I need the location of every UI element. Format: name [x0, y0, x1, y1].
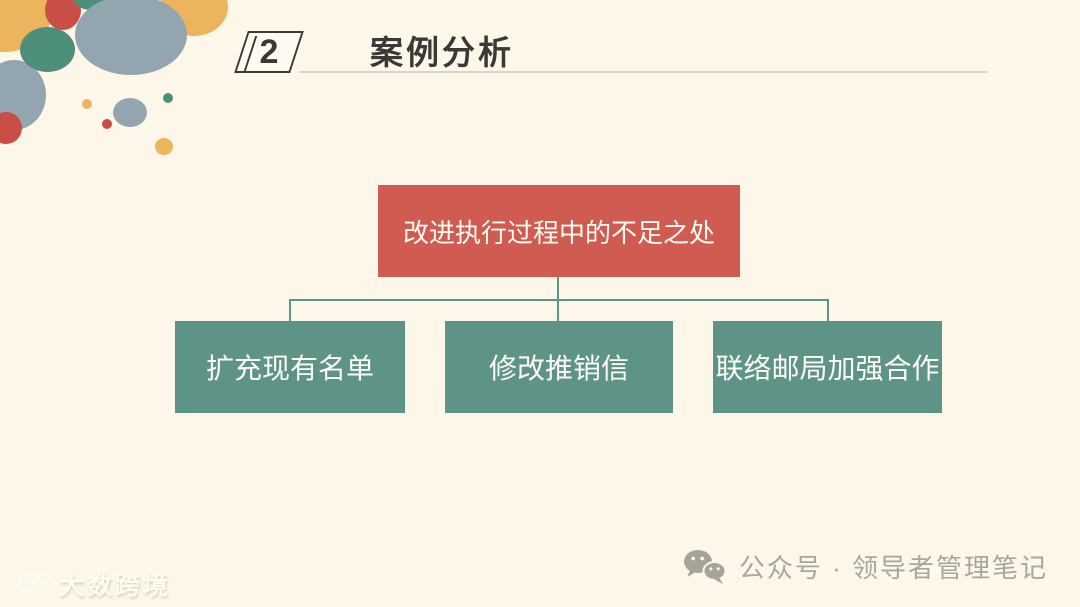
watermark-text: 大数跨境	[59, 572, 172, 600]
decor-circle-red-left	[0, 112, 22, 144]
decor-dot-red-small	[102, 119, 112, 129]
flowchart-root-node: 改进执行过程中的不足之处	[378, 185, 740, 277]
flowchart-child-node-1: 扩充现有名单	[175, 321, 405, 413]
connector-vertical-child3	[827, 299, 829, 322]
decor-dot-yellow-mid	[155, 138, 173, 155]
decor-dot-yellow-small	[82, 99, 92, 109]
wechat-account-row: 公众号 · 领导者管理笔记	[683, 548, 1048, 585]
page-title: 案例分析	[370, 34, 514, 71]
wechat-account-label: 公众号 · 领导者管理笔记	[738, 553, 1048, 583]
decor-circle-teal-top	[72, 0, 108, 10]
decor-circle-gray-large	[75, 0, 187, 75]
dashu-kuajing-logo-icon	[17, 571, 50, 594]
decor-circle-gray-small	[113, 98, 147, 127]
watermark: 大数跨境	[13, 566, 171, 602]
title-underline	[299, 71, 987, 73]
decor-circle-teal-mid	[20, 27, 75, 72]
flowchart-child-node-2: 修改推销信	[445, 321, 673, 413]
connector-horizontal	[289, 299, 829, 301]
connector-vertical-child1	[289, 299, 291, 322]
flowchart-child-node-3: 联络邮局加强合作	[713, 321, 942, 413]
decor-dot-teal-small	[163, 93, 173, 103]
section-number: 2	[259, 32, 279, 71]
section-number-badge: 2	[234, 31, 304, 73]
wechat-icon	[683, 549, 727, 584]
